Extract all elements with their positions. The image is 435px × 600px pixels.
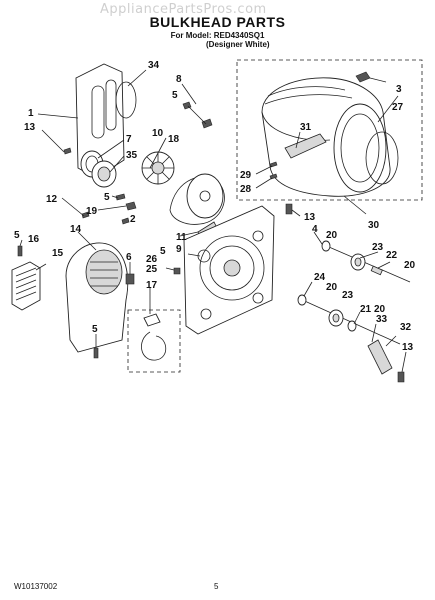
callout-5-right: 5	[160, 246, 166, 257]
callout-15: 15	[52, 248, 64, 259]
callout-34: 34	[148, 60, 160, 71]
callout-10: 10	[152, 128, 164, 139]
document-number: W10137002	[14, 582, 58, 591]
screw-18	[201, 118, 213, 129]
callout-23-a: 23	[372, 242, 384, 253]
callout-5-bottom: 5	[92, 324, 98, 335]
callout-20-c: 20	[326, 282, 338, 293]
callout-35: 35	[126, 150, 138, 161]
model-line: For Model: RED4340SQ1	[170, 31, 265, 40]
drum-group-box	[236, 59, 423, 201]
callout-30: 30	[368, 220, 380, 231]
screw-5-mid	[115, 193, 126, 201]
drum-clip	[355, 71, 371, 83]
callout-8: 8	[176, 74, 182, 85]
callout-5-left: 5	[14, 230, 20, 241]
lint-duct	[11, 261, 41, 311]
callout-18: 18	[168, 134, 180, 145]
callout-22: 22	[386, 250, 398, 261]
drum-glide-bracket	[367, 339, 393, 375]
callout-14: 14	[70, 224, 82, 235]
panel-slot-left	[91, 85, 105, 139]
harness-wire	[141, 331, 167, 361]
callout-16: 16	[28, 234, 40, 245]
callout-5-mid: 5	[104, 192, 110, 203]
callout-27: 27	[392, 102, 404, 113]
callout-20-a: 20	[326, 230, 338, 241]
front-bulkhead	[183, 205, 275, 335]
screw-12	[81, 211, 90, 219]
callout-21: 21	[360, 304, 372, 315]
callout-13-left: 13	[24, 122, 36, 133]
drum-belt	[169, 173, 225, 225]
screw-13-bottom	[397, 371, 405, 383]
callout-28: 28	[240, 184, 252, 195]
thermal-fuse	[125, 273, 135, 285]
callout-26: 26	[146, 254, 158, 265]
blower-wheel	[141, 151, 175, 185]
roller-assembly-lower	[297, 294, 401, 345]
callout-24: 24	[314, 272, 326, 283]
callout-11: 11	[176, 232, 187, 243]
callout-3: 3	[396, 84, 402, 95]
callout-7: 7	[126, 134, 132, 145]
roller-assembly-upper	[321, 240, 411, 283]
callout-20-b: 20	[404, 260, 416, 271]
callout-23-b: 23	[342, 290, 354, 301]
clip-2	[121, 217, 130, 225]
callout-25: 25	[146, 264, 158, 275]
callout-12: 12	[46, 194, 58, 205]
callout-13-bottom: 13	[402, 342, 414, 353]
rear-felt-seal	[115, 81, 137, 119]
callout-17: 17	[146, 280, 158, 291]
watermark: AppliancePartsPros.com	[100, 2, 267, 17]
callout-5-top: 5	[172, 90, 178, 101]
callout-9: 9	[176, 244, 182, 255]
callout-33: 33	[376, 314, 388, 325]
callout-29: 29	[240, 170, 252, 181]
callout-2: 2	[130, 214, 136, 225]
callout-1: 1	[28, 108, 34, 119]
callout-32: 32	[400, 322, 412, 333]
page-title: BULKHEAD PARTS	[149, 14, 286, 30]
harness-group-box	[127, 309, 181, 373]
blower-housing	[65, 242, 129, 353]
screw-13-bulkhead	[285, 203, 293, 215]
screw-13-left	[63, 147, 72, 155]
screw-25	[173, 267, 181, 275]
variant-line: (Designer White)	[206, 40, 270, 49]
screw-5-left	[17, 245, 23, 257]
leader-lines	[19, 69, 407, 373]
callout-13-mid: 13	[304, 212, 316, 223]
callout-4: 4	[312, 224, 318, 235]
page-number: 5	[214, 582, 219, 591]
callout-labels: 34 3 8 1 13 5 27 18 10 7 31 35 29 28 5 1…	[14, 60, 416, 353]
callout-6: 6	[126, 252, 132, 263]
callout-20-d: 20	[374, 304, 386, 315]
drum	[261, 77, 391, 197]
screw-5-bottom	[93, 347, 99, 359]
screw-19	[125, 201, 137, 211]
drum-seal	[365, 131, 399, 185]
harness-connector	[143, 313, 161, 327]
callout-31: 31	[300, 122, 312, 133]
rear-bulkhead-panel	[75, 63, 125, 179]
callout-19: 19	[86, 206, 98, 217]
